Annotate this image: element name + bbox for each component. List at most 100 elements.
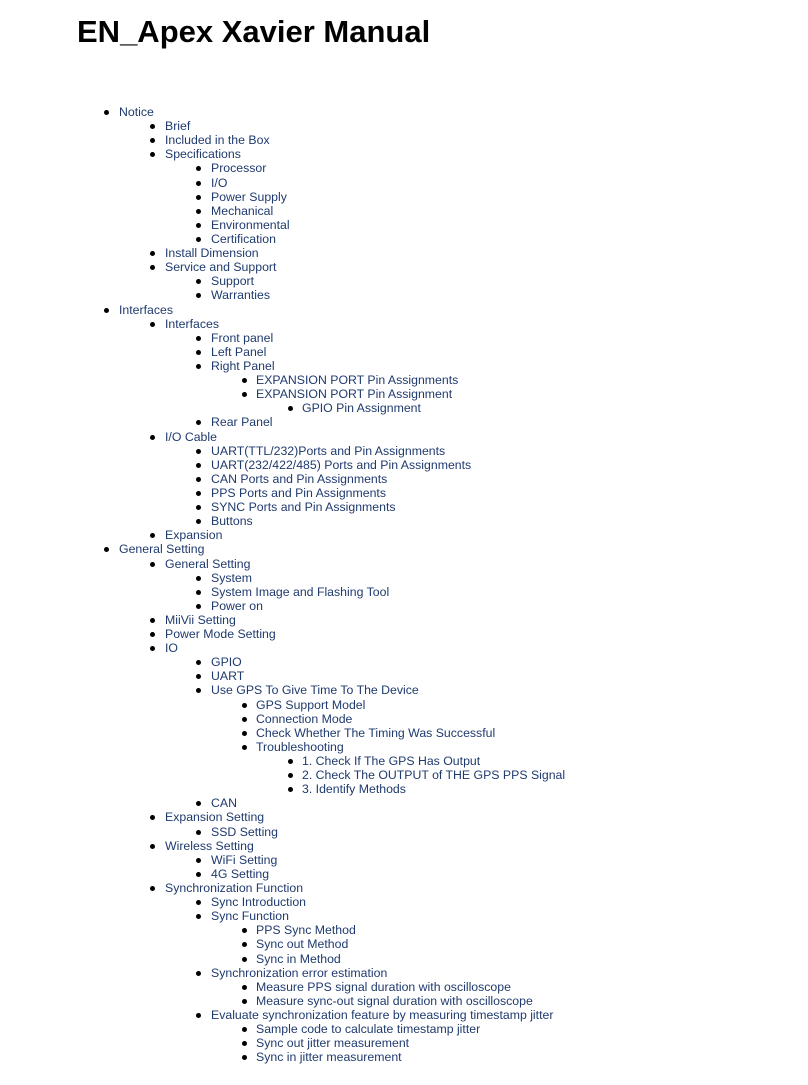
toc-item: Left Panel: [0, 345, 808, 359]
toc-link[interactable]: CAN: [211, 796, 237, 811]
toc-link[interactable]: Synchronization Function: [165, 881, 304, 896]
toc-link[interactable]: Rear Panel: [211, 415, 273, 430]
toc-item: I/O: [0, 176, 808, 190]
toc-item: EXPANSION PORT Pin Assignments: [0, 373, 808, 387]
toc-link[interactable]: EXPANSION PORT Pin Assignments: [256, 373, 459, 388]
toc-link[interactable]: Install Dimension: [165, 246, 259, 261]
toc-link[interactable]: Power Mode Setting: [165, 627, 276, 642]
toc-link[interactable]: Sync out jitter measurement: [256, 1036, 410, 1051]
toc-link[interactable]: Warranties: [211, 288, 270, 303]
toc-link[interactable]: Use GPS To Give Time To The Device: [211, 683, 419, 698]
toc-link[interactable]: Measure PPS signal duration with oscillo…: [256, 979, 511, 994]
toc-link[interactable]: Interfaces: [165, 316, 219, 331]
toc-link[interactable]: Power Supply: [211, 189, 287, 204]
bullet-icon: [196, 335, 201, 341]
toc-link[interactable]: I/O: [211, 175, 228, 190]
bullet-icon: [104, 307, 109, 313]
bullet-icon: [150, 321, 155, 327]
toc-link[interactable]: Front panel: [211, 330, 274, 345]
toc-link[interactable]: Notice: [119, 105, 154, 119]
toc-link[interactable]: PPS Ports and Pin Assignments: [211, 485, 386, 500]
toc-link[interactable]: Sync in jitter measurement: [256, 1050, 402, 1065]
toc-link[interactable]: General Setting: [165, 556, 251, 571]
toc-link[interactable]: GPS Support Model: [256, 697, 366, 712]
bullet-icon: [196, 448, 201, 454]
bullet-icon: [150, 886, 155, 892]
toc-link[interactable]: Left Panel: [211, 344, 267, 359]
bullet-icon: [242, 956, 247, 962]
toc-item: Use GPS To Give Time To The Device: [0, 683, 808, 697]
toc-link[interactable]: PPS Sync Method: [256, 923, 356, 938]
toc-link[interactable]: Expansion Setting: [165, 810, 265, 825]
toc-link[interactable]: Processor: [211, 161, 267, 176]
toc-link[interactable]: WiFi Setting: [211, 852, 278, 867]
toc-link[interactable]: Brief: [165, 119, 191, 134]
toc-link[interactable]: Connection Mode: [256, 711, 353, 726]
toc-link[interactable]: UART: [211, 669, 245, 684]
toc-item: PPS Sync Method: [0, 923, 808, 937]
toc-link[interactable]: Environmental: [211, 217, 290, 232]
toc-link[interactable]: Certification: [211, 231, 276, 246]
toc-link[interactable]: Included in the Box: [165, 133, 270, 148]
toc-link[interactable]: SYNC Ports and Pin Assignments: [211, 500, 396, 515]
toc-link[interactable]: EXPANSION PORT Pin Assignment: [256, 387, 453, 402]
toc-item: Sync out jitter measurement: [0, 1036, 808, 1050]
toc-item: Wireless Setting: [0, 839, 808, 853]
toc-item: Processor: [0, 161, 808, 175]
bullet-icon: [196, 222, 201, 228]
toc-link[interactable]: Sample code to calculate timestamp jitte…: [256, 1022, 481, 1037]
toc-link[interactable]: 1. Check If The GPS Has Output: [302, 754, 481, 769]
toc-item: System Image and Flashing Tool: [0, 585, 808, 599]
toc-link[interactable]: UART(232/422/485) Ports and Pin Assignme…: [211, 457, 472, 472]
toc-link[interactable]: Expansion: [165, 528, 223, 543]
toc-item: EXPANSION PORT Pin Assignment: [0, 387, 808, 401]
toc-item: UART: [0, 669, 808, 683]
toc-link[interactable]: Sync out Method: [256, 937, 349, 952]
toc-link[interactable]: Wireless Setting: [165, 838, 254, 853]
toc-link[interactable]: General Setting: [119, 542, 205, 557]
toc-link[interactable]: 2. Check The OUTPUT of THE GPS PPS Signa…: [302, 768, 566, 783]
toc-link[interactable]: Sync Function: [211, 909, 289, 924]
toc-link[interactable]: Interfaces: [119, 302, 173, 317]
toc-link[interactable]: 3. Identify Methods: [302, 782, 406, 797]
toc-link[interactable]: GPIO Pin Assignment: [302, 401, 421, 416]
toc-link[interactable]: Check Whether The Timing Was Successful: [256, 725, 496, 740]
toc-link[interactable]: Mechanical: [211, 203, 274, 218]
toc-link[interactable]: Measure sync-out signal duration with os…: [256, 993, 533, 1008]
toc-link[interactable]: 4G Setting: [211, 866, 270, 881]
toc-link[interactable]: System: [211, 570, 252, 585]
toc-link[interactable]: IO: [165, 641, 178, 656]
bullet-icon: [196, 871, 201, 877]
toc-link[interactable]: Power on: [211, 598, 263, 613]
toc-link[interactable]: Right Panel: [211, 358, 275, 373]
bullet-icon: [196, 420, 201, 426]
toc-item: Support: [0, 274, 808, 288]
bullet-icon: [242, 1055, 247, 1061]
toc-link[interactable]: CAN Ports and Pin Assignments: [211, 471, 388, 486]
toc-item: SSD Setting: [0, 825, 808, 839]
toc-link[interactable]: I/O Cable: [165, 429, 217, 444]
toc-item: UART(TTL/232)Ports and Pin Assignments: [0, 444, 808, 458]
bullet-icon: [196, 575, 201, 581]
toc-link[interactable]: GPIO: [211, 655, 242, 670]
toc-link[interactable]: System Image and Flashing Tool: [211, 584, 390, 599]
toc-item: Troubleshooting: [0, 740, 808, 754]
toc-link[interactable]: Sync Introduction: [211, 895, 307, 910]
toc-link[interactable]: Sync in Method: [256, 951, 341, 966]
toc-link[interactable]: SSD Setting: [211, 824, 278, 839]
bullet-icon: [242, 1027, 247, 1033]
toc-link[interactable]: MiiVii Setting: [165, 612, 236, 627]
toc-item: Interfaces: [0, 317, 808, 331]
toc-link[interactable]: Service and Support: [165, 260, 277, 275]
bullet-icon: [196, 970, 201, 976]
toc-link[interactable]: UART(TTL/232)Ports and Pin Assignments: [211, 443, 446, 458]
toc-link[interactable]: Evaluate synchronization feature by meas…: [211, 1008, 554, 1022]
toc-link[interactable]: Troubleshooting: [256, 739, 344, 754]
toc-link[interactable]: Buttons: [211, 514, 253, 529]
toc-link[interactable]: Specifications: [165, 147, 241, 162]
toc-link[interactable]: Support: [211, 274, 255, 289]
bullet-icon: [196, 505, 201, 511]
toc-item: 1. Check If The GPS Has Output: [0, 754, 808, 768]
toc-link[interactable]: Synchronization error estimation: [211, 965, 388, 980]
